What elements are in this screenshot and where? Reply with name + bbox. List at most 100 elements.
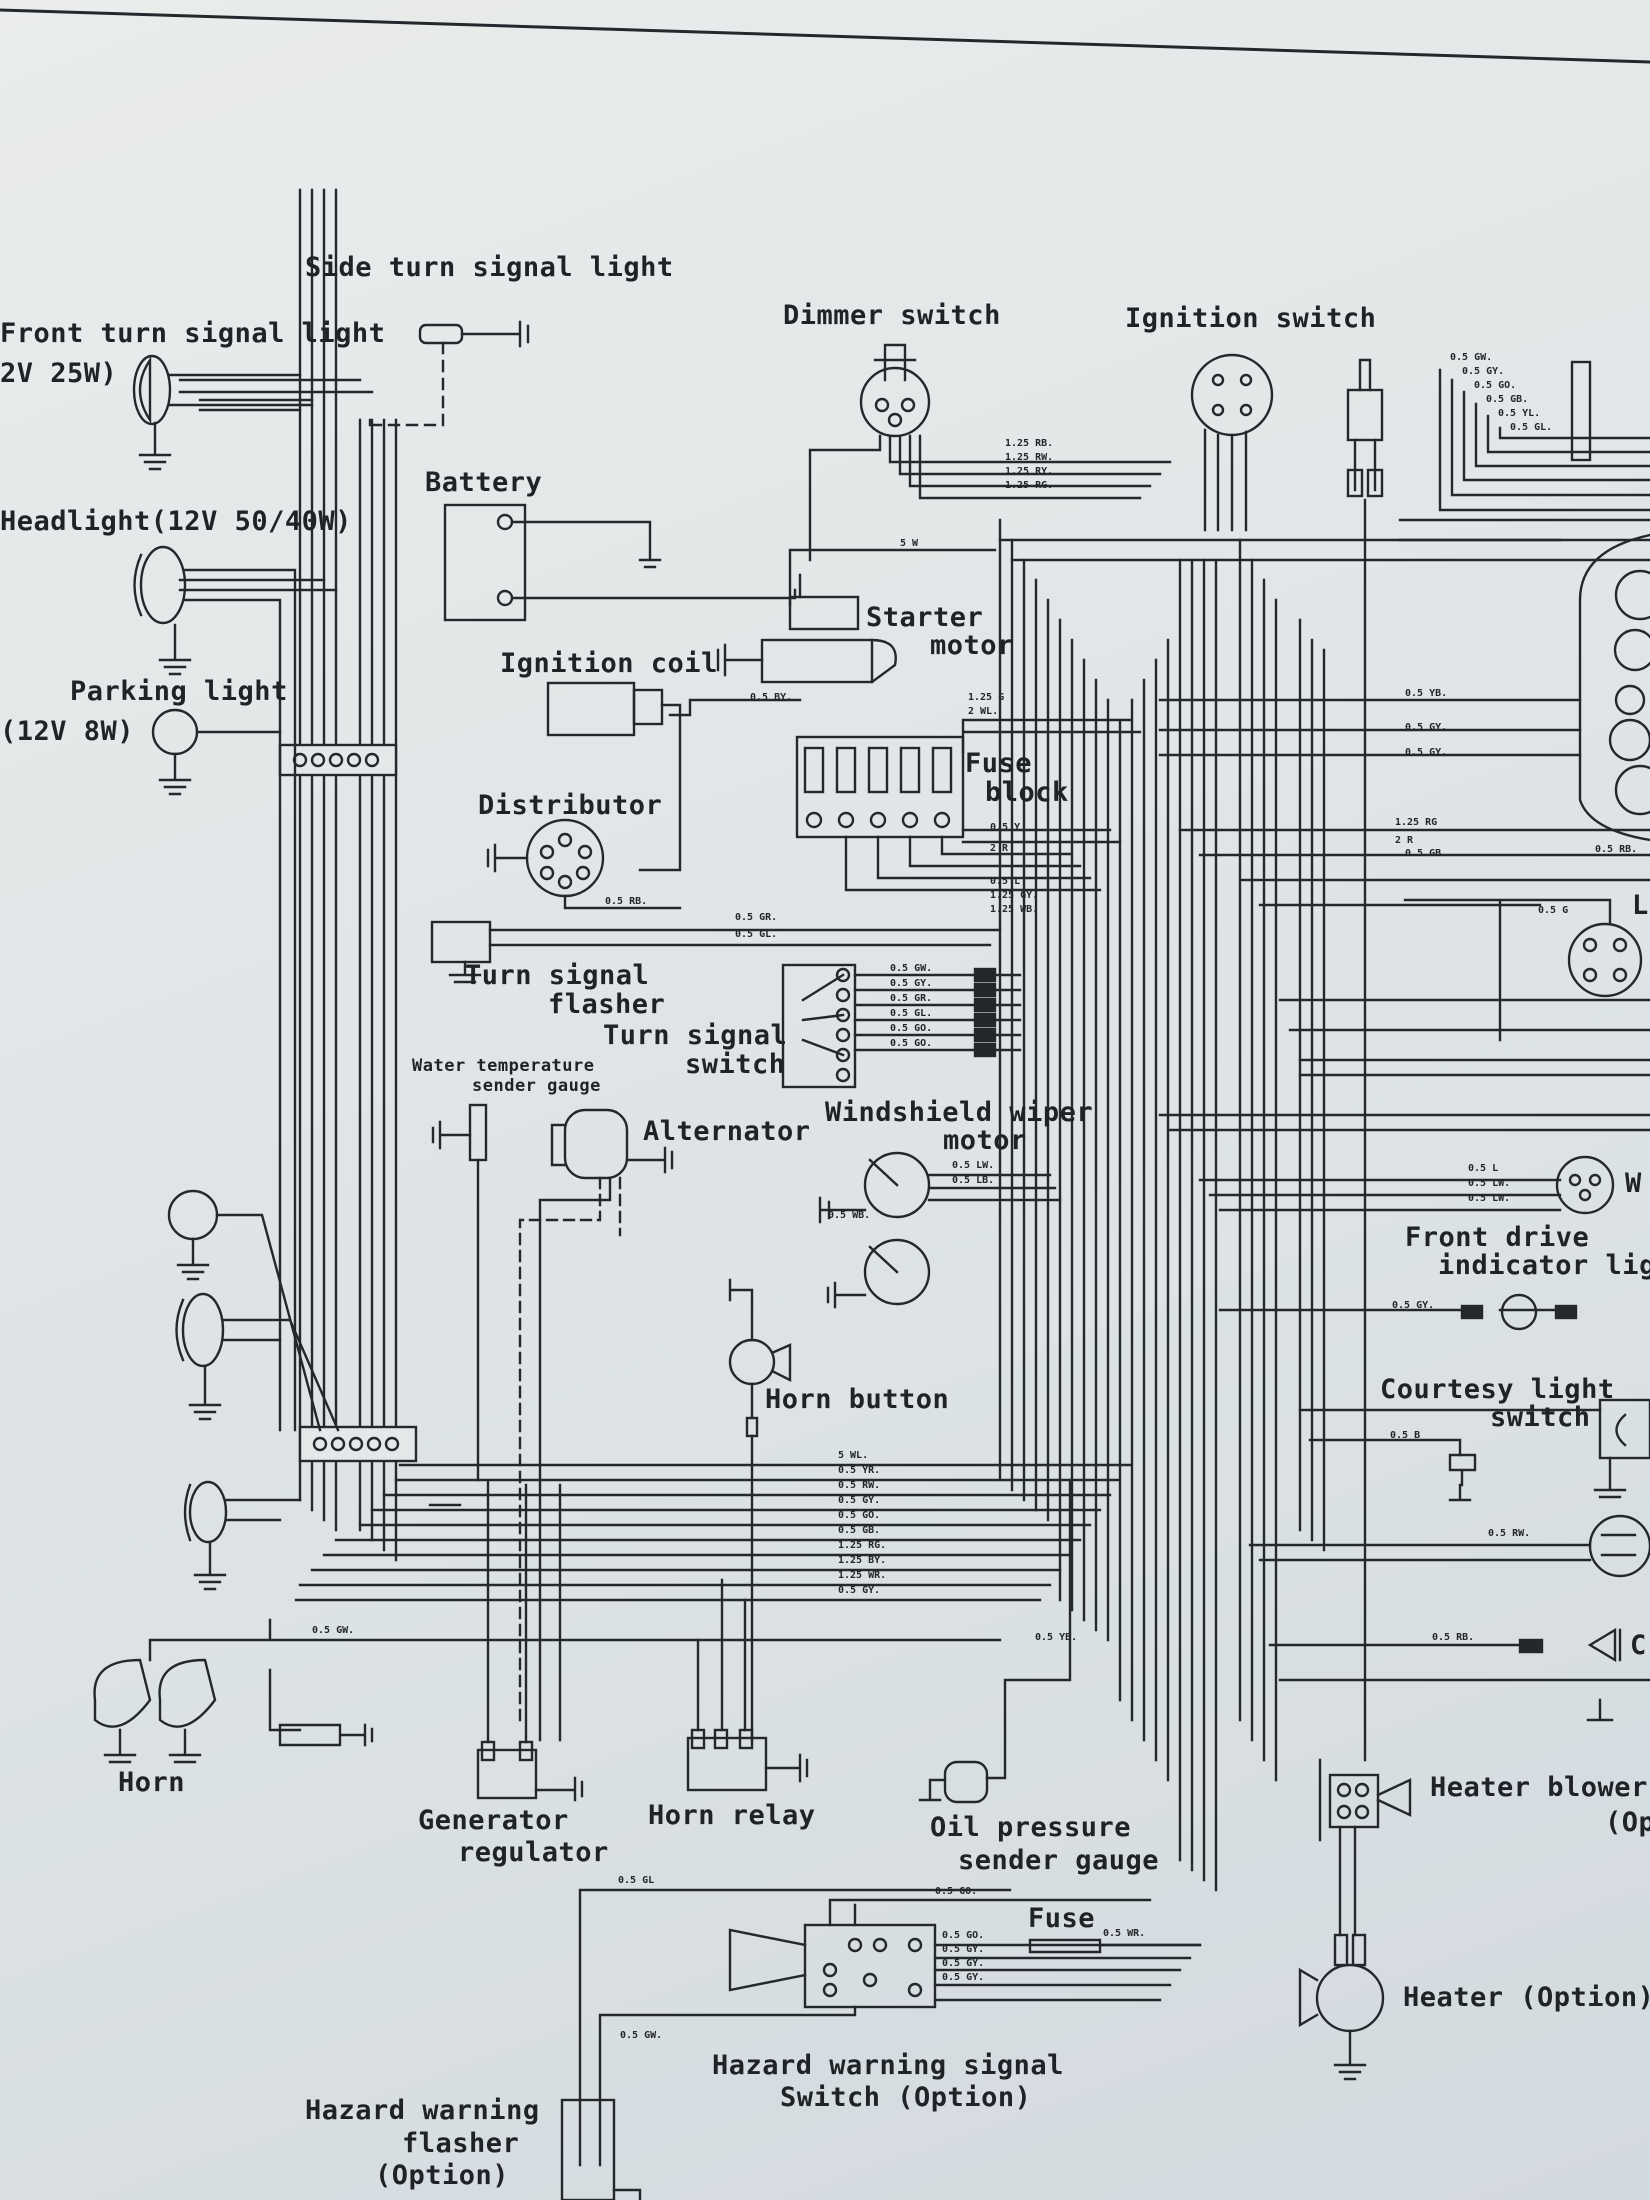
label-parking-light-rating: (12V 8W): [0, 716, 135, 747]
hazard-warning-flasher-symbol: [560, 2098, 642, 2200]
horns-symbol: [93, 1618, 1002, 1764]
wire-code: 1.25 RG.: [1005, 480, 1054, 491]
wire-code: 2 R: [1395, 835, 1414, 846]
horn-button-symbol: [728, 1278, 792, 1742]
wire-code: 0.5 GY.: [942, 1958, 985, 1969]
horn-relay-symbol: [686, 1578, 809, 1792]
wire-code: 0.5 RB.: [1595, 844, 1638, 855]
label-turn-signal-switch-2: switch: [685, 1049, 786, 1080]
page-top-border: [0, 8, 1650, 64]
label-distributor: Distributor: [478, 790, 663, 821]
turn-signal-flasher-symbol: [430, 920, 1002, 984]
instrument-cluster-edge: [1578, 533, 1650, 842]
wire-code: 0.5 GO.: [890, 1023, 933, 1034]
wire-code: 0.5 GB.: [1405, 848, 1448, 859]
w-connector-symbol: [1555, 1155, 1615, 1215]
wire-code: 0.5 GO.: [942, 1930, 985, 1941]
wire-code: 0.5 WR.: [1103, 1928, 1146, 1939]
label-windshield-wiper-2: motor: [943, 1125, 1027, 1156]
wire-code: 0.5 GO.: [890, 1038, 933, 1049]
wire-code: 0.5 YB.: [1035, 1632, 1078, 1643]
wire-code: 0.5 GY.: [1405, 722, 1448, 733]
label-turn-signal-flasher-1: Turn signal: [465, 960, 650, 991]
wire-code: 0.5 GL.: [890, 1008, 933, 1019]
label-parking-light: Parking light: [70, 676, 288, 707]
label-front-drive-indicator-2: indicator light: [1438, 1250, 1650, 1281]
center-horizontal-bundle: [294, 1463, 1132, 1602]
label-water-temp-2: sender gauge: [472, 1076, 601, 1096]
battery-symbol: [443, 503, 797, 622]
label-heater-blower-1: Heater blower: [1430, 1772, 1648, 1803]
wire-code: 0.5 LW.: [1468, 1178, 1511, 1189]
right-lamp-symbol: [1588, 1514, 1650, 1578]
label-horn-relay: Horn relay: [648, 1800, 816, 1831]
wire-code: 0.5 L: [990, 876, 1021, 887]
wire-code: 0.5 LB.: [952, 1175, 995, 1186]
label-generator-regulator-2: regulator: [458, 1837, 609, 1868]
turn-signal-switch-symbol: [781, 963, 1022, 1089]
label-turn-signal-flasher-2: flasher: [548, 989, 666, 1020]
headlight-upper-symbol: [133, 545, 297, 1432]
starter-motor-symbol: [716, 548, 997, 684]
wire-code: 1.25 WR.: [838, 1570, 887, 1581]
label-heater: Heater (Option): [1403, 1982, 1650, 2013]
ignition-switch-symbol: [1190, 353, 1274, 532]
wire-code: 0.5 GW.: [1450, 352, 1493, 363]
label-fuse: Fuse: [1028, 1903, 1096, 1934]
label-hazard-flasher-3: (Option): [375, 2160, 510, 2191]
courtesy-light-switch-symbol: [1448, 1398, 1650, 1499]
label-hazard-switch-2: Switch (Option): [780, 2082, 1032, 2113]
wire-code: 1.25 GY.: [990, 890, 1039, 901]
wire-code: 0.5 GY.: [942, 1972, 985, 1983]
label-battery: Battery: [425, 467, 543, 498]
wire-code: 0.5 RB.: [605, 896, 648, 907]
ground-symbols: [1448, 1483, 1614, 1722]
wire-code: 0.5 GL.: [1510, 422, 1553, 433]
wire-code: 0.5 GB.: [838, 1525, 881, 1536]
wire-code: 0.5 L: [1468, 1163, 1499, 1174]
side-turn-signal-light-symbol: [368, 320, 530, 427]
label-front-turn-signal-light: Front turn signal light: [0, 318, 386, 349]
wire-code: 0.5 WB.: [828, 1210, 871, 1221]
hazard-warning-switch-symbol: [578, 1888, 1202, 2167]
oil-pressure-sender-symbol: [918, 1478, 1072, 1804]
label-front-turn-signal-rating: 2V 25W): [0, 358, 118, 389]
wire-code: 0.5 GY.: [890, 978, 933, 989]
label-turn-signal-switch-1: Turn signal: [603, 1020, 788, 1051]
wire-code: 0.5 GY.: [1462, 366, 1505, 377]
wire-code: 0.5 BY.: [750, 692, 793, 703]
right-horn-symbol: [1518, 1627, 1622, 1663]
wire-code: 0.5 GW.: [890, 963, 933, 974]
wire-code: 0.5 GY.: [838, 1585, 881, 1596]
left-connector-upper-pins: [292, 752, 380, 768]
water-temp-sender-symbol: [431, 1103, 488, 1482]
label-fuse-block-2: block: [985, 777, 1069, 808]
wire-code: 0.5 GR.: [735, 912, 778, 923]
label-ignition-coil: Ignition coil: [500, 648, 718, 679]
wire-code: 0.5 GR.: [890, 993, 933, 1004]
left-connector-lower-pins: [312, 1436, 400, 1452]
label-edge-c: C: [1630, 1630, 1647, 1661]
label-horn: Horn: [118, 1767, 186, 1798]
lower-left-lamps: [167, 1189, 340, 1591]
left-connector-lower: [298, 1425, 418, 1463]
wire-code: 2 R: [990, 843, 1009, 854]
wire-code: 2 WL.: [968, 706, 999, 717]
wire-code: 5 W: [900, 538, 919, 549]
wire-code: 0.5 GY.: [838, 1495, 881, 1506]
dimmer-switch-symbol: [808, 343, 1172, 562]
label-generator-regulator-1: Generator: [418, 1805, 569, 1836]
wire-code: 1.25 RW.: [1005, 452, 1054, 463]
wire-code: 0.5 GY.: [1405, 747, 1448, 758]
alternator-symbol: [518, 1108, 674, 1742]
center-vertical-trunk: [998, 518, 1326, 1892]
fuse-block-symbol: [795, 718, 1142, 892]
label-starter-motor-2: motor: [930, 630, 1014, 661]
wire-code: 0.5 GO.: [935, 1886, 978, 1897]
wire-code: 1.25 WB.: [990, 904, 1039, 915]
label-hazard-flasher-1: Hazard warning: [305, 2095, 540, 2126]
wire-code: 0.5 GW.: [620, 2030, 663, 2041]
wire-code: 1.25 RB.: [1005, 438, 1054, 449]
label-oil-pressure-2: sender gauge: [958, 1845, 1160, 1876]
label-windshield-wiper-1: Windshield wiper: [825, 1097, 1094, 1128]
